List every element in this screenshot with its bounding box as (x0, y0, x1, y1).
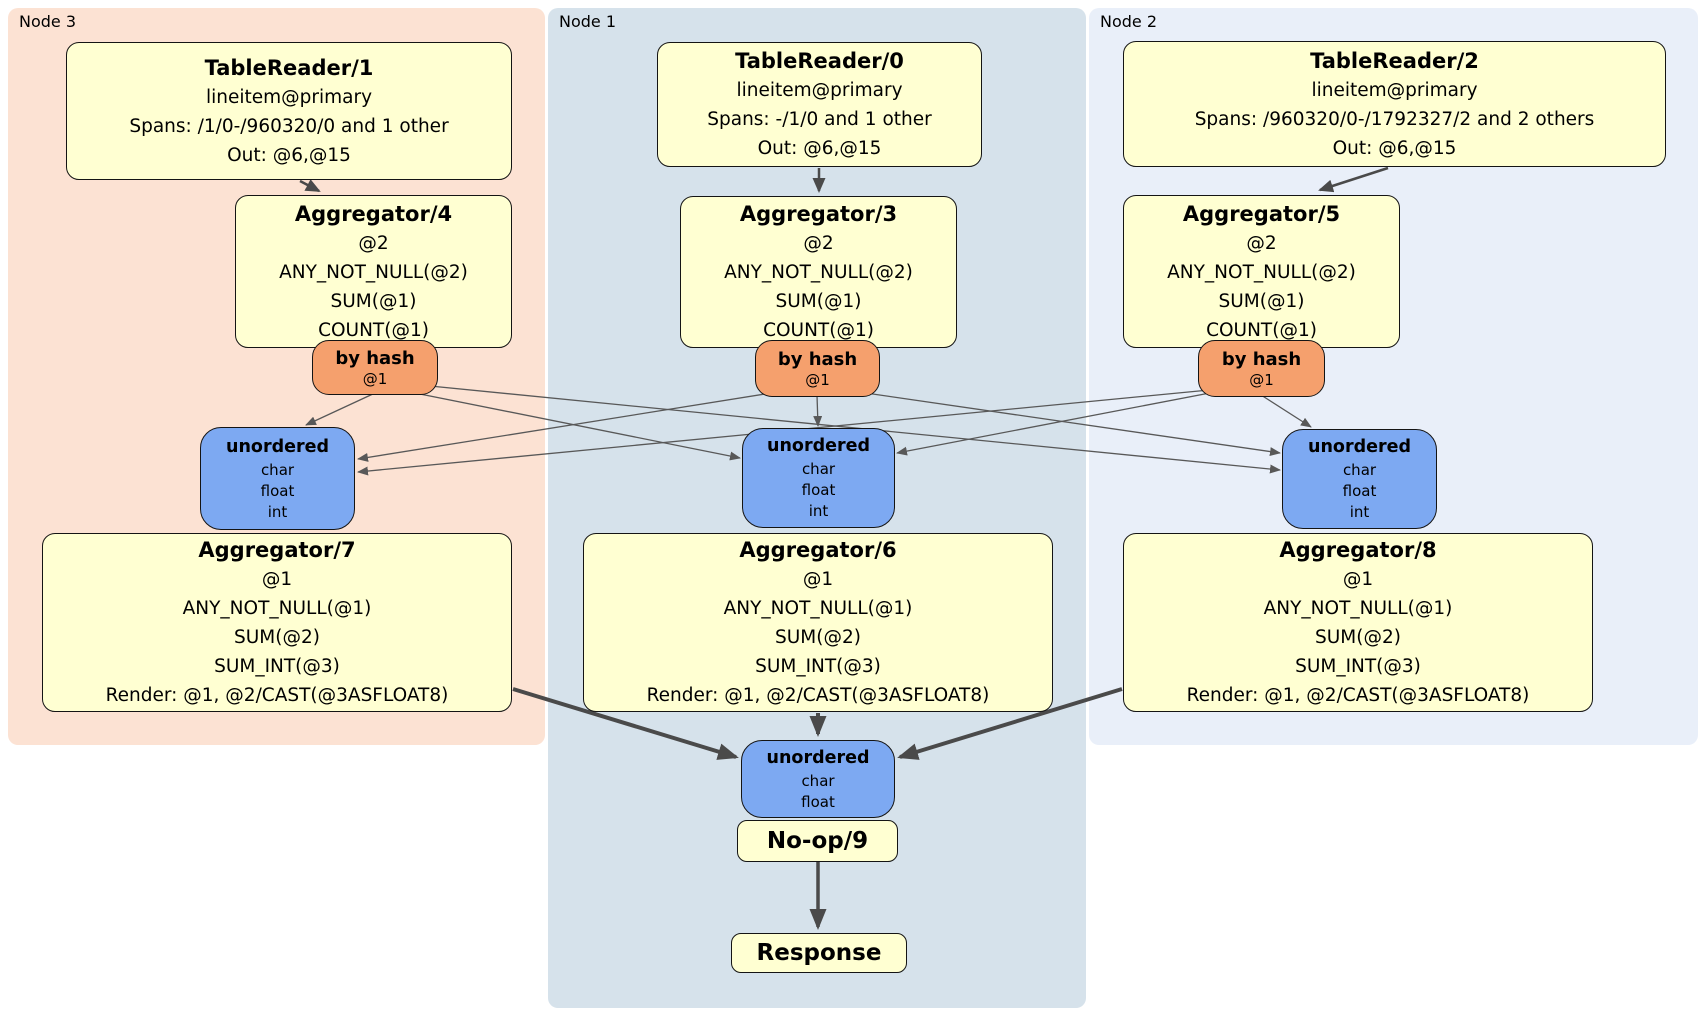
sync-col-type: char (801, 460, 836, 478)
processor-tablereader-1: TableReader/1 lineitem@primary Spans: /1… (66, 42, 512, 180)
sync-title: unordered (767, 436, 870, 456)
agg-fn: SUM_INT(@3) (1295, 656, 1421, 677)
processor-title: TableReader/2 (1310, 48, 1479, 73)
agg-fn: SUM(@2) (775, 627, 861, 648)
sync-col-type: float (801, 481, 836, 499)
processor-out: Out: @6,@15 (227, 144, 351, 166)
region-label-node1: Node 1 (559, 12, 617, 31)
router-by-hash-node1: by hash @1 (755, 340, 880, 397)
processor-title: Aggregator/8 (1279, 538, 1437, 562)
router-title: by hash (1221, 348, 1302, 370)
agg-fn: ANY_NOT_NULL(@1) (182, 598, 372, 619)
agg-fn: SUM(@1) (1218, 290, 1305, 312)
agg-fn: COUNT(@1) (1206, 319, 1317, 341)
sync-title: unordered (226, 436, 329, 457)
agg-fn: ANY_NOT_NULL(@2) (724, 262, 913, 283)
processor-tablereader-0: TableReader/0 lineitem@primary Spans: -/… (657, 42, 982, 167)
sync-col-type: char (1342, 461, 1377, 479)
agg-fn: ANY_NOT_NULL(@2) (279, 261, 468, 283)
sync-title: unordered (766, 747, 870, 768)
processor-title: Aggregator/7 (198, 538, 356, 562)
agg-render-expr: Render: @1, @2/CAST(@3ASFLOAT8) (105, 685, 449, 706)
agg-fn: SUM(@2) (1315, 627, 1401, 648)
processor-index: lineitem@primary (1311, 79, 1478, 101)
router-title: by hash (335, 347, 415, 369)
processor-title: Aggregator/5 (1182, 201, 1341, 226)
agg-fn: COUNT(@1) (318, 319, 429, 341)
sync-unordered-node3: unordered char float int (200, 427, 355, 530)
agg-group-cols: @2 (803, 233, 834, 254)
agg-fn: ANY_NOT_NULL(@1) (723, 598, 913, 619)
agg-fn: SUM(@1) (330, 290, 417, 312)
sync-col-type: int (1349, 503, 1370, 521)
agg-fn: SUM_INT(@3) (214, 656, 340, 677)
processor-aggregator-5: Aggregator/5 @2 ANY_NOT_NULL(@2) SUM(@1)… (1123, 195, 1400, 348)
processor-aggregator-3: Aggregator/3 @2 ANY_NOT_NULL(@2) SUM(@1)… (680, 196, 957, 348)
sync-col-type: int (267, 502, 288, 521)
agg-render-expr: Render: @1, @2/CAST(@3ASFLOAT8) (1186, 685, 1530, 706)
processor-spans: Spans: -/1/0 and 1 other (707, 109, 932, 130)
processor-spans: Spans: /1/0-/960320/0 and 1 other (129, 115, 449, 137)
processor-title: Aggregator/6 (739, 538, 897, 562)
agg-group-cols: @2 (358, 232, 389, 254)
processor-title: TableReader/0 (735, 49, 904, 73)
processor-noop-9: No-op/9 (737, 820, 898, 862)
sync-col-type: char (801, 771, 835, 790)
router-key: @1 (362, 369, 388, 388)
agg-group-cols: @1 (802, 569, 834, 590)
agg-fn: ANY_NOT_NULL(@1) (1263, 598, 1453, 619)
sync-unordered-node1: unordered char float int (742, 428, 895, 528)
processor-title: TableReader/1 (204, 55, 374, 80)
processor-index: lineitem@primary (736, 80, 903, 101)
processor-aggregator-7: Aggregator/7 @1 ANY_NOT_NULL(@1) SUM(@2)… (42, 533, 512, 712)
processor-index: lineitem@primary (205, 86, 373, 108)
agg-fn: SUM_INT(@3) (755, 656, 881, 677)
sync-unordered-node2: unordered char float int (1282, 429, 1437, 529)
sync-col-type: char (260, 460, 295, 479)
processor-tablereader-2: TableReader/2 lineitem@primary Spans: /9… (1123, 41, 1666, 167)
processor-out: Out: @6,@15 (757, 138, 882, 159)
processor-aggregator-8: Aggregator/8 @1 ANY_NOT_NULL(@1) SUM(@2)… (1123, 533, 1593, 712)
response-box: Response (731, 933, 907, 973)
sync-col-type: float (801, 792, 835, 811)
router-by-hash-node3: by hash @1 (312, 340, 438, 395)
agg-render-expr: Render: @1, @2/CAST(@3ASFLOAT8) (646, 685, 990, 706)
sync-col-type: float (1342, 482, 1377, 500)
processor-aggregator-6: Aggregator/6 @1 ANY_NOT_NULL(@1) SUM(@2)… (583, 533, 1053, 712)
router-by-hash-node2: by hash @1 (1198, 340, 1325, 397)
region-label-node3: Node 3 (19, 12, 77, 31)
sync-col-type: float (260, 481, 295, 500)
agg-fn: COUNT(@1) (763, 320, 874, 341)
processor-aggregator-4: Aggregator/4 @2 ANY_NOT_NULL(@2) SUM(@1)… (235, 195, 512, 348)
agg-group-cols: @2 (1246, 232, 1277, 254)
processor-out: Out: @6,@15 (1332, 137, 1457, 159)
processor-title: Aggregator/4 (294, 201, 453, 226)
agg-fn: SUM(@1) (775, 291, 862, 312)
router-title: by hash (777, 348, 858, 370)
sync-col-type: int (808, 502, 829, 520)
agg-group-cols: @1 (1342, 569, 1374, 590)
router-key: @1 (805, 370, 830, 389)
region-label-node2: Node 2 (1100, 12, 1158, 31)
agg-group-cols: @1 (261, 569, 293, 590)
sync-title: unordered (1308, 437, 1411, 457)
processor-spans: Spans: /960320/0-/1792327/2 and 2 others (1194, 108, 1595, 130)
processor-title: Aggregator/3 (739, 202, 898, 226)
router-key: @1 (1249, 370, 1274, 389)
agg-fn: ANY_NOT_NULL(@2) (1167, 261, 1356, 283)
agg-fn: SUM(@2) (234, 627, 320, 648)
sync-unordered-final: unordered char float (741, 740, 895, 818)
